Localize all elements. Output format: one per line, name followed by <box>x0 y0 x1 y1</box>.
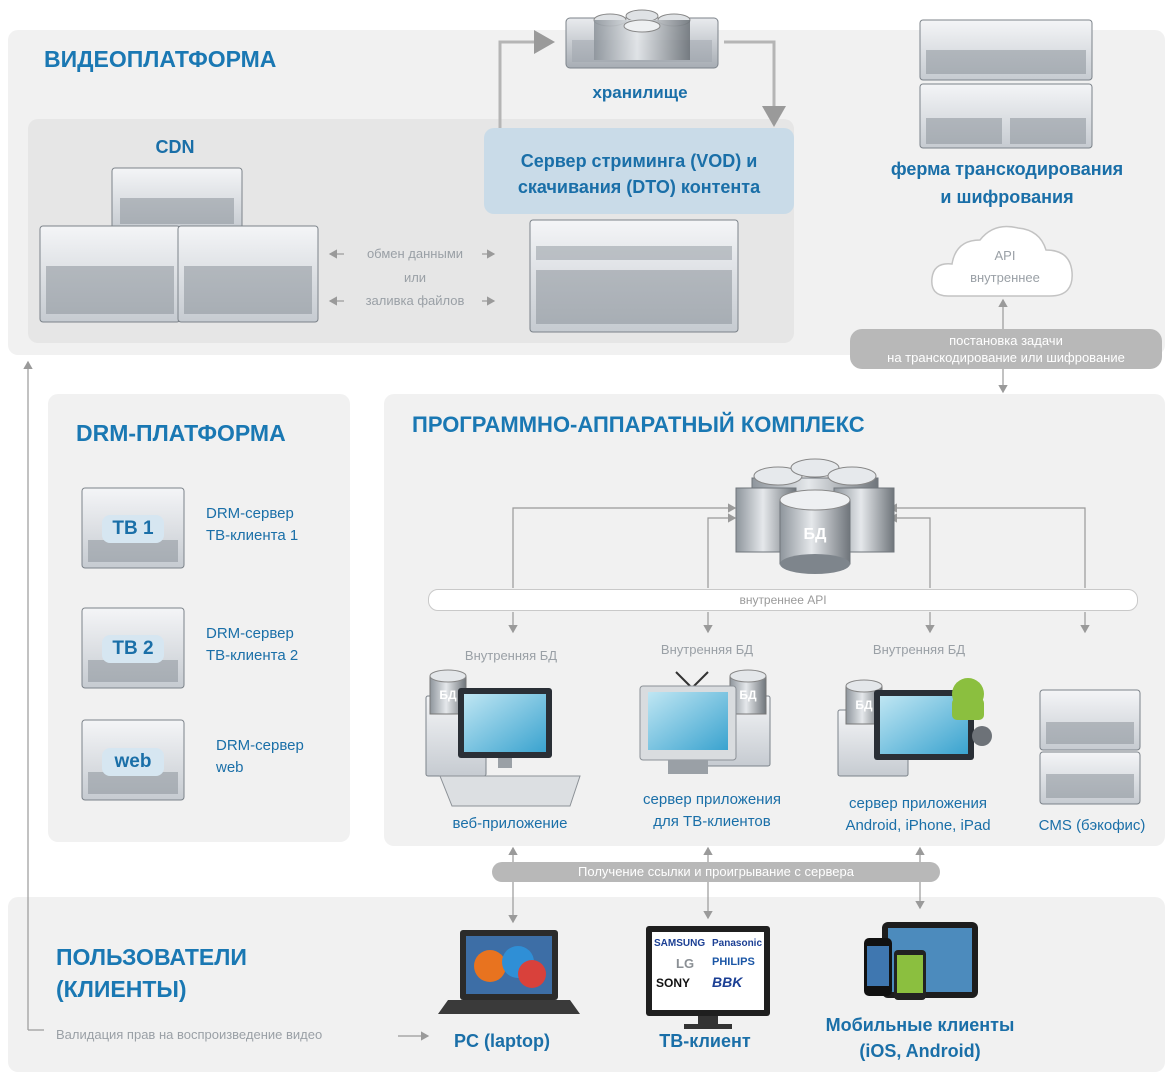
tv-app-label-line1: сервер приложения <box>643 791 781 808</box>
cms-servers-icon <box>1039 689 1141 805</box>
drm-platform-title: DRM-ПЛАТФОРМА <box>76 420 286 446</box>
drm-server-web-line2: web <box>216 759 244 776</box>
users-title-line1: ПОЛЬЗОВАТЕЛИ <box>56 944 247 970</box>
api-cloud-icon <box>931 225 1073 297</box>
mobile-app-label-line1: сервер приложения <box>849 795 987 812</box>
internal-api-bar: внутреннее API <box>428 589 1138 611</box>
small-db-label-web: БД <box>439 688 457 702</box>
storage-label: хранилище <box>592 83 688 102</box>
internal-db-label-3: Внутренняя БД <box>872 642 966 657</box>
api-cloud-line2: внутреннее <box>970 270 1040 285</box>
internal-db-label-2: Внутренняя БД <box>660 642 754 657</box>
brand-sony: SONY <box>656 976 691 990</box>
transcoding-farm-label-line2: и шифрования <box>940 187 1074 207</box>
mobile-devices-icon <box>864 922 978 1000</box>
streaming-server-label-line1: Сервер стриминга (VOD) и <box>520 151 758 171</box>
pc-label: PC (laptop) <box>454 1031 550 1051</box>
drm-badge-web: web <box>102 748 164 776</box>
web-app-station-icon <box>425 669 581 807</box>
storage-icon <box>565 9 719 69</box>
api-cloud-line1: API <box>994 248 1016 263</box>
brand-samsung: SAMSUNG <box>654 938 706 949</box>
cdn-servers-icon <box>39 167 319 323</box>
brand-lg: LG <box>676 956 695 971</box>
brand-philips: PHILIPS <box>712 956 755 968</box>
cdn-label: CDN <box>155 137 195 157</box>
small-db-label-mobile: БД <box>855 698 873 712</box>
task-pill: постановка задачи на транскодирование ил… <box>850 329 1162 369</box>
mobile-app-label-line2: Android, iPhone, iPad <box>845 817 991 834</box>
tv-icon <box>646 926 770 1029</box>
laptop-icon <box>438 930 580 1014</box>
cms-label: CMS (бэкофис) <box>1038 817 1146 834</box>
tv-app-label-line2: для ТВ-клиентов <box>653 813 771 830</box>
brand-bbk: BBK <box>712 974 743 990</box>
validation-text: Валидация прав на воспроизведение видео <box>56 1027 323 1042</box>
users-title-line2: (КЛИЕНТЫ) <box>56 976 187 1002</box>
web-app-label: веб-приложение <box>452 815 568 832</box>
mobile-app-station-icon <box>837 678 992 777</box>
hardware-complex-title: ПРОГРАММНО-АППАРАТНЫЙ КОМПЛЕКС <box>412 412 865 437</box>
video-platform-title: ВИДЕОПЛАТФОРМА <box>44 46 277 72</box>
brand-panasonic: Panasonic <box>712 938 763 949</box>
drm-server-tv2-line2: ТВ-клиента 2 <box>206 647 299 664</box>
internal-db-label-1: Внутренняя БД <box>464 648 558 663</box>
drm-badge-tv1: ТВ 1 <box>102 515 164 543</box>
exchange-text-1: обмен данными <box>366 246 464 261</box>
db-label: БД <box>803 526 827 543</box>
drm-server-tv1-line1: DRM-сервер <box>206 505 294 522</box>
task-pill-line1: постановка задачи <box>949 333 1063 348</box>
mobile-clients-label-line1: Мобильные клиенты <box>825 1015 1015 1035</box>
link-pill: Получение ссылки и проигрывание с сервер… <box>492 862 940 882</box>
mobile-clients-label-line2: (iOS, Android) <box>859 1041 981 1061</box>
exchange-text-2: заливка файлов <box>365 293 465 308</box>
drm-badge-tv2: ТВ 2 <box>102 635 164 663</box>
small-db-label-tv: БД <box>739 688 757 702</box>
drm-server-tv1-line2: ТВ-клиента 1 <box>206 527 299 544</box>
drm-server-tv2-line1: DRM-сервер <box>206 625 294 642</box>
tv-client-label: ТВ-клиент <box>659 1031 751 1051</box>
drm-server-web-line1: DRM-сервер <box>216 737 304 754</box>
streaming-server-label-box <box>484 128 794 214</box>
transcoding-farm-label-line1: ферма транскодирования <box>890 159 1124 179</box>
database-cluster-icon <box>735 458 895 574</box>
transcoding-farm-icon <box>919 19 1093 149</box>
task-pill-line2: на транскодирование или шифрование <box>887 350 1125 365</box>
tv-app-station-icon <box>639 669 771 774</box>
streaming-server-icon <box>529 219 739 333</box>
exchange-text-or: или <box>403 270 427 285</box>
streaming-server-label-line2: скачивания (DTO) контента <box>517 177 761 197</box>
